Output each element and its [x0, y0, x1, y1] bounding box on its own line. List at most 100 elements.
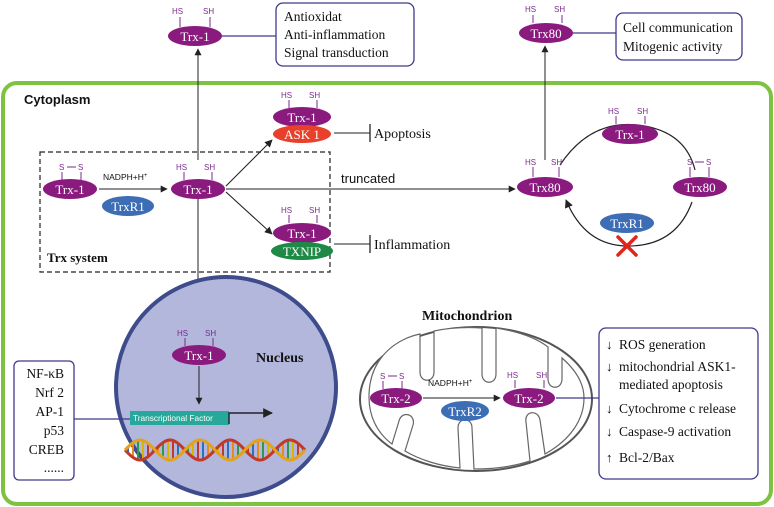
ask1-trx1-sh: SH — [309, 91, 320, 100]
mito-trx2-s2: S — [399, 372, 404, 381]
ox-trx1-s1: S — [59, 163, 64, 172]
svg-text:↓: ↓ — [606, 337, 613, 352]
top-trx80-node — [519, 23, 573, 43]
mito-effect-row: ↓ Caspase-9 activation — [606, 424, 731, 439]
oxidized-trx2-node — [370, 388, 422, 408]
ask1-complex-trx1-label: Trx-1 — [287, 110, 316, 125]
central-trx1-sh: SH — [204, 163, 215, 172]
transcriptional-factor-label: Transcriptional Factor — [133, 413, 213, 423]
reduced-trx1-node — [171, 179, 225, 199]
cytoplasm-label: Cytoplasm — [24, 92, 90, 107]
txnip-node — [271, 242, 333, 260]
mito-effect-row: ↓ Cytochrome c release — [606, 401, 736, 416]
oxidized-trx1-node — [43, 179, 97, 199]
nadph-label: NADPH+H+ — [103, 172, 148, 182]
svg-text:Bcl-2/Bax: Bcl-2/Bax — [619, 450, 675, 465]
trx80-function-item: Mitogenic activity — [623, 39, 723, 54]
top-trx1-hs: HS — [172, 7, 183, 16]
reduced-trx2-node — [503, 388, 555, 408]
txnip-complex-trx1 — [273, 223, 331, 243]
mitochondrial-effects-box — [598, 327, 759, 480]
trx80-function-item: Cell communication — [623, 20, 733, 35]
txnip-label: TXNIP — [283, 244, 321, 259]
nuclear-trx1-label: Trx-1 — [184, 348, 213, 363]
oxidized-trx80-label: Trx80 — [684, 180, 715, 195]
ox-trx1-s2: S — [78, 163, 83, 172]
cycle-trxr1-node — [600, 213, 654, 233]
svg-text:ROS generation: ROS generation — [619, 337, 706, 352]
ask1-trx1-hs: HS — [281, 91, 292, 100]
apoptosis-label: Apoptosis — [374, 127, 431, 142]
tf-item: CREB — [29, 442, 64, 457]
nucleus — [114, 275, 338, 499]
trxr1-node — [102, 196, 154, 216]
mito-trx2-s1: S — [380, 372, 385, 381]
ask1-complex-trx1 — [273, 107, 331, 127]
trxr2-label: TrxR2 — [448, 404, 481, 419]
svg-text:mediated apoptosis: mediated apoptosis — [619, 377, 723, 392]
oxidized-trx80-node — [673, 177, 727, 197]
truncated-label: truncated — [341, 171, 395, 186]
cycle-trx80-sh: SH — [551, 158, 562, 167]
top-trx80-sh: SH — [554, 5, 565, 14]
tf-item: NF-κB — [26, 366, 64, 381]
cycle-trxr1-label: TrxR1 — [610, 216, 643, 231]
transcription-factors-box — [13, 360, 75, 481]
txnip-trx1-sh: SH — [309, 206, 320, 215]
top-trx1-node — [168, 26, 222, 46]
ox-trx80-s1: S — [687, 158, 692, 167]
svg-text:Caspase-9 activation: Caspase-9 activation — [619, 424, 731, 439]
top-trx1-label: Trx-1 — [180, 29, 209, 44]
ask1-node — [273, 125, 331, 143]
nuclear-trx1-node — [172, 345, 226, 365]
trx1-function-item: Anti-inflammation — [284, 27, 385, 42]
dna-helix — [123, 438, 307, 462]
trx-system-box — [39, 151, 331, 273]
svg-text:↓: ↓ — [606, 424, 613, 439]
tf-item: AP-1 — [35, 404, 64, 419]
reduced-trx2-label: Trx-2 — [514, 391, 543, 406]
cycle-trx1-sh: SH — [637, 107, 648, 116]
mito-effect-row: ↓ mitochondrial ASK1- — [606, 359, 736, 374]
nucleus-label: Nucleus — [256, 351, 304, 366]
nuclear-trx1-hs: HS — [177, 329, 188, 338]
svg-text:mitochondrial ASK1-: mitochondrial ASK1- — [619, 359, 736, 374]
mito-effect-row: mediated apoptosis — [619, 377, 723, 392]
mitochondrion-label: Mitochondrion — [422, 309, 512, 324]
cycle-trx1-node — [602, 124, 658, 144]
tf-item: p53 — [44, 423, 65, 438]
trxr1-label: TrxR1 — [111, 199, 144, 214]
cell-membrane — [1, 81, 773, 506]
trx-system-label: Trx system — [47, 250, 108, 265]
transcriptional-factor-bar — [130, 411, 229, 425]
dna-strand — [123, 438, 307, 462]
txnip-complex-trx1-label: Trx-1 — [287, 226, 316, 241]
svg-text:↓: ↓ — [606, 359, 613, 374]
inhibited-x-icon — [616, 235, 638, 257]
oxidized-trx2-label: Trx-2 — [381, 391, 410, 406]
cycle-trx1-hs: HS — [608, 107, 619, 116]
reduced-trx80-node — [517, 177, 573, 197]
svg-text:↑: ↑ — [606, 450, 613, 465]
ox-trx80-s2: S — [706, 158, 711, 167]
cycle-trx80-hs: HS — [525, 158, 536, 167]
svg-text:↓: ↓ — [606, 401, 613, 416]
mito-nadph-label: NADPH+H+ — [428, 378, 473, 388]
top-trx1-sh: SH — [203, 7, 214, 16]
oxidized-trx1-label: Trx-1 — [55, 182, 84, 197]
inflammation-label: Inflammation — [374, 238, 450, 253]
reduced-trx1-label: Trx-1 — [183, 182, 212, 197]
tf-item: ...... — [44, 460, 64, 475]
cycle-trx1-label: Trx-1 — [615, 127, 644, 142]
mito-trx2-hs: HS — [507, 371, 518, 380]
top-trx80-label: Trx80 — [530, 26, 561, 41]
trx1-function-item: Signal transduction — [284, 45, 389, 60]
mito-trx2-sh: SH — [536, 371, 547, 380]
reduced-trx80-label: Trx80 — [529, 180, 560, 195]
tf-item: Nrf 2 — [35, 385, 64, 400]
trx80-functions-box — [615, 12, 743, 61]
central-trx1-hs: HS — [176, 163, 187, 172]
trx1-functions-box — [275, 2, 415, 67]
nuclear-trx1-sh: SH — [205, 329, 216, 338]
